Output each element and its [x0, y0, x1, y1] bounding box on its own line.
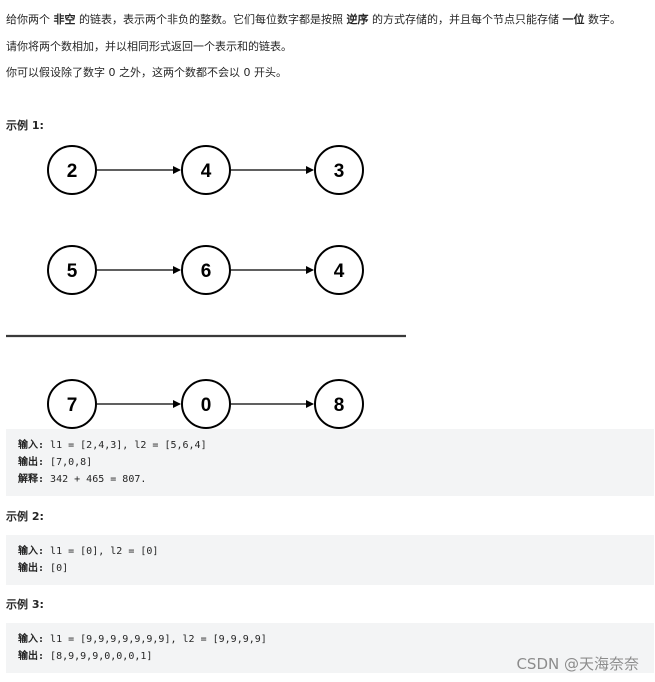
svg-text:4: 4 — [334, 261, 345, 282]
example-2-title: 示例 2: — [6, 510, 44, 523]
description-paragraph-3: 你可以假设除了数字 0 之外，这两个数都不会以 0 开头。 — [6, 66, 287, 79]
svg-text:4: 4 — [201, 161, 212, 182]
example-3-output: 输出: [8,9,9,9,0,0,0,1] — [18, 651, 153, 662]
example-3-title: 示例 3: — [6, 598, 44, 611]
example-2-output: 输出: [0] — [18, 563, 69, 574]
svg-text:0: 0 — [201, 395, 212, 416]
example-1-output: 输出: [7,0,8] — [18, 457, 93, 468]
text: 数字。 — [584, 13, 621, 26]
example-2-input: 输入: l1 = [0], l2 = [0] — [18, 546, 159, 557]
l1-node-3: 3 — [314, 145, 364, 195]
l1-node-1: 2 — [47, 145, 97, 195]
svg-text:7: 7 — [67, 395, 78, 416]
emphasis-non-empty: 非空 — [53, 13, 76, 26]
example-1-title: 示例 1: — [6, 119, 44, 132]
l1-node-2: 4 — [181, 145, 231, 195]
example-2-codebox: 输入: l1 = [0], l2 = [0] 输出: [0] — [6, 535, 654, 585]
l2-node-1: 5 — [47, 245, 97, 295]
emphasis-reverse-order: 逆序 — [346, 13, 369, 26]
svg-text:8: 8 — [334, 395, 345, 416]
example-1-codebox: 输入: l1 = [2,4,3], l2 = [5,6,4] 输出: [7,0,… — [6, 429, 654, 496]
example-3-codebox: 输入: l1 = [9,9,9,9,9,9,9], l2 = [9,9,9,9]… — [6, 623, 654, 673]
description-paragraph-2: 请你将两个数相加，并以相同形式返回一个表示和的链表。 — [6, 40, 292, 53]
text: 的方式存储的，并且每个节点只能存储 — [368, 13, 563, 26]
svg-text:5: 5 — [67, 261, 78, 282]
text: 给你两个 — [6, 13, 54, 26]
sum-node-3: 8 — [314, 379, 364, 429]
emphasis-single-digit: 一位 — [562, 13, 585, 26]
l2-node-2: 6 — [181, 245, 231, 295]
text: 的链表，表示两个非负的整数。它们每位数字都是按照 — [75, 13, 347, 26]
example-1-explanation: 解释: 342 + 465 = 807. — [18, 474, 147, 485]
svg-text:6: 6 — [201, 261, 212, 282]
example-1-input: 输入: l1 = [2,4,3], l2 = [5,6,4] — [18, 440, 207, 451]
description-paragraph-1: 给你两个 非空 的链表，表示两个非负的整数。它们每位数字都是按照 逆序 的方式存… — [6, 13, 621, 27]
svg-text:3: 3 — [334, 161, 345, 182]
linked-list-diagram: 2 4 3 5 6 4 7 0 8 — [6, 145, 406, 429]
sum-node-2: 0 — [181, 379, 231, 429]
svg-text:2: 2 — [67, 161, 78, 182]
csdn-watermark: CSDN @天海奈奈 — [516, 655, 639, 673]
example-3-input: 输入: l1 = [9,9,9,9,9,9,9], l2 = [9,9,9,9] — [18, 634, 267, 645]
sum-node-1: 7 — [47, 379, 97, 429]
l2-node-3: 4 — [314, 245, 364, 295]
